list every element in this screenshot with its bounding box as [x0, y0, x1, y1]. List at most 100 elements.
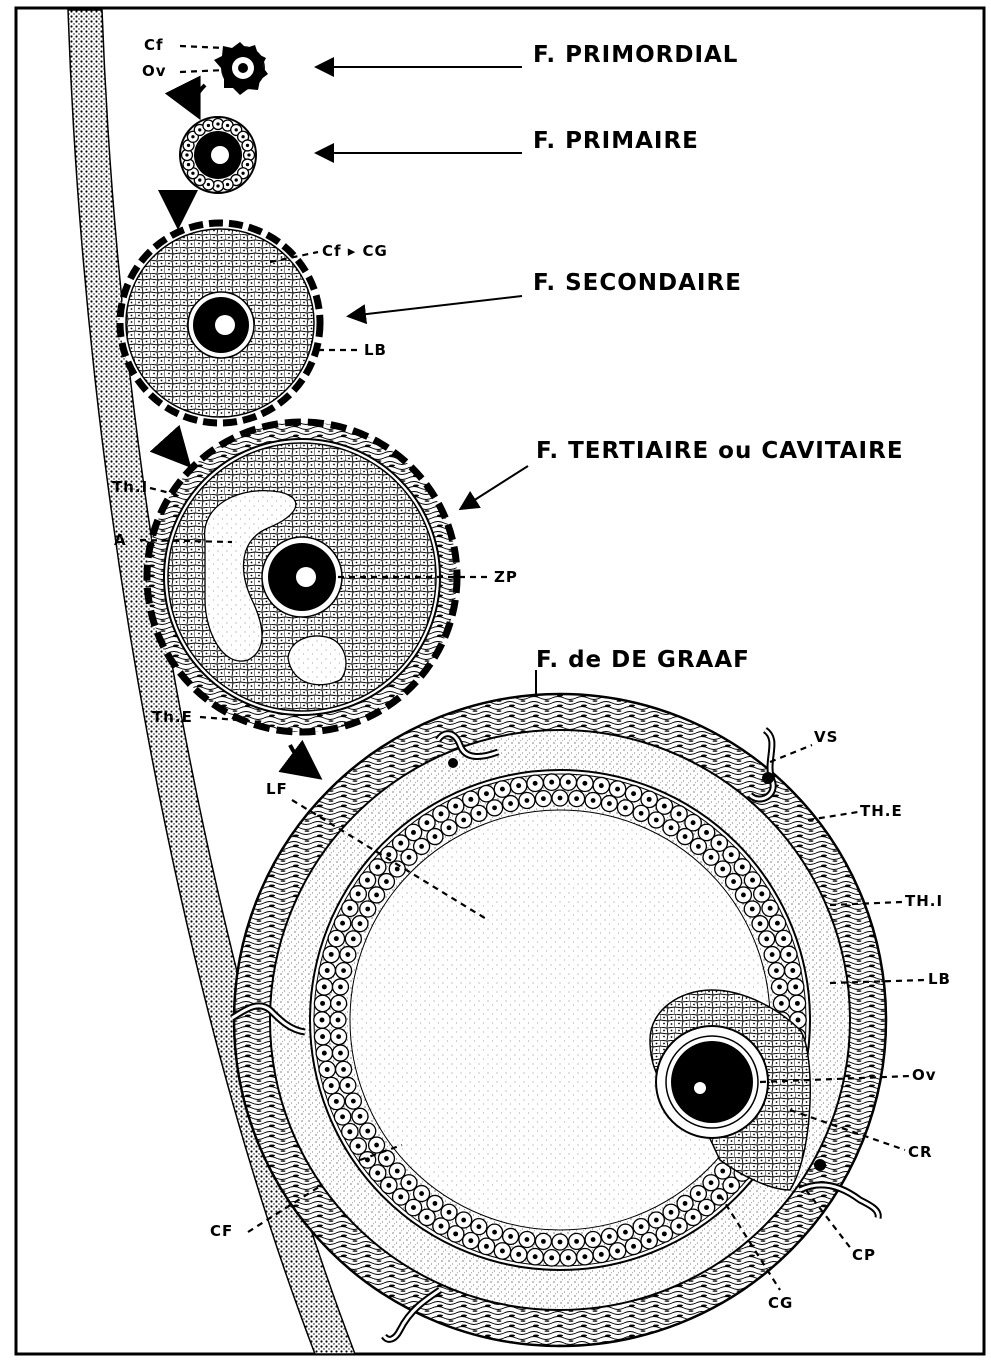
granulosa-cell-nucleus: [356, 891, 361, 896]
progression-arrow-4: [290, 745, 316, 775]
granulosa-cell-nucleus: [347, 906, 352, 911]
granulosa-cell-nucleus: [384, 879, 389, 884]
granulosa-cell-nucleus: [375, 865, 380, 870]
granulosa-cell-nucleus: [433, 834, 438, 839]
label-ov-graaf: Ov: [912, 1066, 937, 1084]
granulosa-cell-nucleus: [781, 936, 786, 941]
granulosa-cell-nucleus: [777, 985, 782, 990]
granulosa-cell-nucleus: [662, 804, 667, 809]
granulosa-cell-nucleus: [631, 791, 636, 796]
granulosa-cell-nucleus: [500, 787, 505, 792]
granulosa-cell-nucleus: [334, 936, 339, 941]
granulosa-cell-nucleus: [549, 780, 554, 785]
granulosa-cell-nucleus: [500, 1248, 505, 1253]
granulosa-cell-nucleus: [639, 811, 644, 816]
granulosa-cell-nucleus: [492, 1230, 497, 1235]
granulosa-cell-nucleus: [764, 936, 769, 941]
granulosa-cell-nucleus: [615, 787, 620, 792]
granulosa-cell-nucleus: [574, 796, 579, 801]
leader-vs: [770, 745, 812, 762]
granulosa-cell-nucleus: [566, 1255, 571, 1260]
granulosa-cell-nucleus: [336, 1018, 341, 1023]
follicular-cell-nucleus: [198, 178, 201, 181]
granulosa-cell-nucleus: [639, 1224, 644, 1229]
granulosa-cell-nucleus: [770, 952, 775, 957]
granulosa-cell-nucleus: [461, 818, 466, 823]
granulosa-cell-nucleus: [375, 1171, 380, 1176]
granulosa-cell-nucleus: [320, 1034, 325, 1039]
follicular-cell-nucleus: [226, 183, 229, 186]
granulosa-cell-nucleus: [533, 1254, 538, 1259]
label-thi-graaf: TH.I: [905, 892, 943, 910]
granulosa-cell-nucleus: [599, 1252, 604, 1257]
label-lb-secondaire: LB: [364, 341, 387, 359]
secondary-follicle: [120, 223, 320, 423]
granulosa-cell-nucleus: [750, 907, 755, 912]
granulosa-cell-nucleus: [407, 855, 412, 860]
follicular-cell-nucleus: [185, 153, 188, 156]
label-ov-primordial: Ov: [142, 62, 167, 80]
granulosa-cell-nucleus: [647, 1238, 652, 1243]
label-cf-primordial: Cf: [144, 36, 164, 54]
granulosa-cell-nucleus: [647, 797, 652, 802]
granulosa-cell-nucleus: [419, 844, 424, 849]
follicular-cell-nucleus: [226, 124, 229, 127]
granulosa-cell-nucleus: [669, 1210, 674, 1215]
granulosa-cell-nucleus: [386, 1183, 391, 1188]
granulosa-cell-nucleus: [741, 893, 746, 898]
granulosa-cell-nucleus: [704, 1205, 709, 1210]
follicular-cell-nucleus: [216, 184, 219, 187]
follicular-cell-nucleus: [187, 163, 190, 166]
follicular-cell-nucleus: [241, 135, 244, 138]
granulosa-cell-nucleus: [615, 1248, 620, 1253]
follicular-cell-nucleus: [246, 163, 249, 166]
follicular-cell-nucleus: [247, 153, 250, 156]
granulosa-cell-nucleus: [631, 1244, 636, 1249]
granulosa-cell-nucleus: [750, 878, 755, 883]
granulosa-cell-nucleus: [338, 1051, 343, 1056]
granulosa-cell-nucleus: [790, 968, 795, 973]
title-de-graaf: F. de DE GRAAF: [536, 647, 750, 673]
granulosa-cell-nucleus: [351, 1099, 356, 1104]
granulosa-cell-nucleus: [558, 796, 563, 801]
primordial-follicle: [214, 42, 268, 95]
tertiary-follicle: [147, 422, 457, 732]
granulosa-cell-nucleus: [691, 1215, 696, 1220]
granulosa-cell-nucleus: [374, 1143, 379, 1148]
granulosa-cell-nucleus: [334, 1099, 339, 1104]
granulosa-cell-nucleus: [411, 830, 416, 835]
granulosa-cell-nucleus: [731, 879, 736, 884]
follicular-cell-nucleus: [216, 122, 219, 125]
granulosa-cell-nucleus: [320, 1001, 325, 1006]
follicular-cell-nucleus: [207, 183, 210, 186]
granulosa-cell-nucleus: [358, 921, 363, 926]
granulosa-cell-nucleus: [484, 1244, 489, 1249]
granulosa-cell-nucleus: [758, 921, 763, 926]
label-lf: LF: [266, 780, 288, 798]
granulosa-cell-nucleus: [424, 820, 429, 825]
label-vs: VS: [814, 728, 838, 746]
granulosa-cell-nucleus: [407, 1180, 412, 1185]
granulosa-cell-nucleus: [386, 852, 391, 857]
granulosa-cell-nucleus: [591, 798, 596, 803]
granulosa-cell-nucleus: [582, 1254, 587, 1259]
follicular-cell-nucleus: [207, 124, 210, 127]
granulosa-cell-nucleus: [419, 1191, 424, 1196]
granulosa-cell-nucleus: [558, 1240, 563, 1245]
granulosa-cell-nucleus: [447, 1210, 452, 1215]
leader-ov-primordial: [180, 70, 226, 72]
granulosa-cell-nucleus: [525, 798, 530, 803]
label-the-tertiaire: Th.E: [152, 708, 193, 726]
granulosa-cell-nucleus: [768, 906, 773, 911]
granulosa-cell-nucleus: [683, 1201, 688, 1206]
granulosa-cell-nucleus: [395, 1169, 400, 1174]
granulosa-cell-nucleus: [384, 1156, 389, 1161]
granulosa-cell-nucleus: [541, 1239, 546, 1244]
granulosa-cell-nucleus: [720, 1169, 725, 1174]
granulosa-cell-nucleus: [795, 1001, 800, 1006]
granulosa-cell-nucleus: [729, 852, 734, 857]
granulosa-cell-nucleus: [516, 1252, 521, 1257]
granulosa-cell-nucleus: [433, 1201, 438, 1206]
granulosa-cell-nucleus: [683, 834, 688, 839]
granulosa-cell-nucleus: [325, 968, 330, 973]
